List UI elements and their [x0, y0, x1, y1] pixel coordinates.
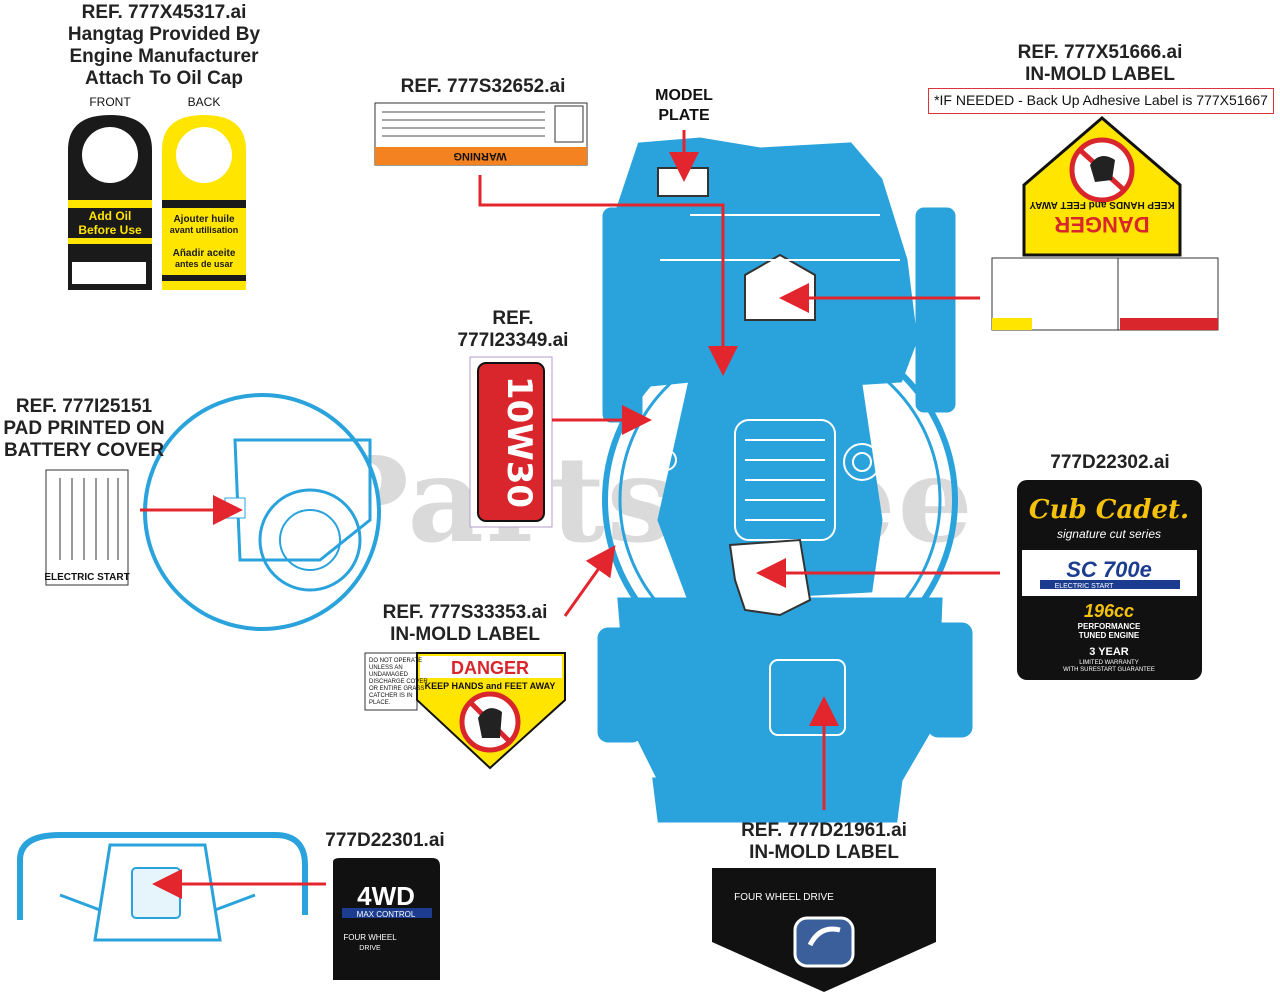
- fourwheel-ref-id: REF. 777D21961.ai: [741, 820, 907, 841]
- warning-label: [374, 102, 588, 166]
- hangtag-ref-id: REF. 777X45317.ai: [81, 2, 247, 23]
- danger-side-text-3: UNDAMAGED: [369, 672, 409, 678]
- oil-label: [469, 356, 553, 528]
- cubcadet-series: signature cut series: [1057, 527, 1161, 541]
- danger-side-text-2: UNLESS AN: [369, 665, 403, 671]
- cubcadet-ref: 777D22302.ai: [1020, 452, 1200, 474]
- hangtag-front-line1: Add Oil: [89, 209, 132, 223]
- danger-side-ref: REF. 777S33353.ai IN-MOLD LABEL: [370, 602, 560, 646]
- fourwd-bar: MAX CONTROL: [357, 910, 416, 919]
- danger-side-text-6: CATCHER IS IN: [369, 693, 413, 699]
- fourwd-label: [333, 858, 440, 980]
- battery-ref: REF. 777I25151 PAD PRINTED ON BATTERY CO…: [0, 396, 168, 462]
- battery-ref-line1: PAD PRINTED ON: [3, 418, 165, 439]
- top-danger-subtitle: KEEP HANDS and FEET AWAY: [1029, 199, 1175, 210]
- cubcadet-ref-id: 777D22302.ai: [1050, 452, 1170, 473]
- cubcadet-warranty-sub-2: WITH SURESTART GUARANTEE: [1063, 667, 1155, 673]
- hangtag-front-label: FRONT: [89, 95, 131, 109]
- hangtag-back-label: BACK: [188, 95, 221, 109]
- hangtag-back-line1: Ajouter huile: [173, 214, 235, 225]
- oil-ref-line1: REF.: [492, 308, 534, 329]
- hangtag-ref-line3: Attach To Oil Cap: [85, 68, 243, 89]
- warning-text: WARNING: [453, 150, 506, 162]
- fourwd-ref-id: 777D22301.ai: [325, 830, 445, 851]
- cubcadet-engine-sub-1: PERFORMANCE: [1078, 622, 1141, 631]
- battery-ref-line2: BATTERY COVER: [3, 440, 165, 461]
- danger-side-text-7: PLACE.: [369, 700, 391, 706]
- hangtag-back-line3: Añadir aceite: [173, 248, 236, 259]
- fourwd-big: 4WD: [357, 881, 415, 911]
- fourwd-small-1: FOUR WHEEL: [343, 933, 397, 942]
- hangtag-back-line2: avant utilisation: [170, 225, 239, 235]
- warning-ref: REF. 777S32652.ai: [388, 76, 578, 98]
- hangtag-front: [68, 115, 152, 290]
- inmold-top-ref-id: REF. 777X51666.ai: [1017, 42, 1183, 63]
- handle-detail: [17, 832, 308, 942]
- oil-text: 10W30: [499, 376, 539, 508]
- hangtag-ref: REF. 777X45317.ai Hangtag Provided By En…: [64, 2, 264, 90]
- pointer-arrows: [140, 130, 1000, 899]
- hangtag-ref-line1: Hangtag Provided By: [67, 24, 261, 45]
- model-plate-line2: PLATE: [658, 107, 710, 124]
- inmold-top-ref: REF. 777X51666.ai IN-MOLD LABEL: [1000, 42, 1200, 86]
- battery-text: ELECTRIC START: [44, 572, 129, 583]
- inmold-top-ref-sub: IN-MOLD LABEL: [1025, 64, 1175, 85]
- inmold-danger-top: [991, 116, 1219, 331]
- danger-label-side: [364, 652, 566, 770]
- hangtag-back-line4: antes de usar: [175, 259, 234, 269]
- fourwd-ref: 777D22301.ai: [310, 830, 460, 852]
- cubcadet-brand: Cub Cadet.: [1029, 495, 1189, 525]
- inmold-top-note: *IF NEEDED - Back Up Adhesive Label is 7…: [928, 88, 1274, 114]
- cubcadet-engine: 196cc: [1084, 601, 1134, 621]
- hangtag-ref-line2: Engine Manufacturer: [69, 46, 259, 67]
- cubcadet-warranty-sub-1: LIMITED WARRANTY: [1079, 660, 1138, 666]
- danger-side-subtitle: KEEP HANDS and FEET AWAY: [425, 681, 556, 691]
- danger-side-text-1: DO NOT OPERATE: [369, 658, 422, 664]
- danger-side-title: DANGER: [451, 658, 529, 678]
- hangtag-front-line2: Before Use: [78, 223, 142, 237]
- oil-ref: REF. 777I23349.ai: [448, 308, 578, 352]
- cubcadet-engine-sub-2: TUNED ENGINE: [1079, 631, 1140, 640]
- cubcadet-label: [1017, 480, 1202, 680]
- warning-ref-id: REF. 777S32652.ai: [400, 76, 566, 97]
- cubcadet-model: SC 700e: [1066, 557, 1152, 582]
- danger-side-ref-id: REF. 777S33353.ai: [382, 602, 548, 623]
- top-danger-title: DANGER: [1054, 212, 1149, 237]
- battery-ref-id: REF. 777I25151: [15, 396, 153, 417]
- fourwheel-ref-sub: IN-MOLD LABEL: [749, 842, 899, 863]
- fourwheel-text: FOUR WHEEL DRIVE: [734, 892, 834, 903]
- cubcadet-model-sub: ELECTRIC START: [1055, 583, 1115, 590]
- fourwheel-ref: REF. 777D21961.ai IN-MOLD LABEL: [724, 820, 924, 864]
- danger-side-text-4: DISCHARGE COVER: [369, 679, 428, 685]
- arrow-side-danger: [563, 545, 616, 617]
- fourwheel-label: [712, 868, 936, 992]
- model-plate-line1: MODEL: [655, 87, 713, 104]
- hangtag-back: [162, 115, 246, 290]
- battery-cover-detail: [45, 393, 381, 631]
- danger-side-ref-sub: IN-MOLD LABEL: [390, 624, 540, 645]
- danger-side-text-5: OR ENTIRE GRASS: [369, 686, 424, 692]
- arrow-warning: [478, 175, 738, 376]
- oil-ref-line2: 777I23349.ai: [457, 330, 569, 351]
- mower-details: [655, 167, 900, 736]
- fourwd-small-2: DRIVE: [359, 945, 381, 952]
- cubcadet-warranty: 3 YEAR: [1089, 646, 1129, 658]
